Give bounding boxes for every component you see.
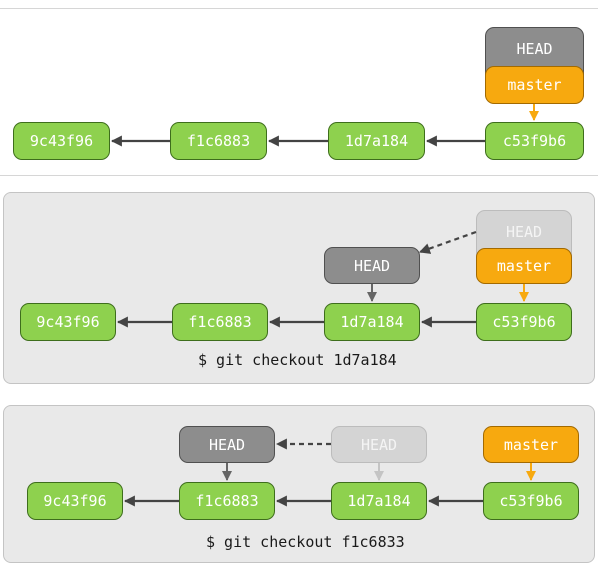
master-branch: master bbox=[476, 248, 572, 284]
command-text: $ git checkout f1c6833 bbox=[206, 533, 405, 551]
master-branch: master bbox=[485, 66, 584, 104]
commit-1d7a184: 1d7a184 bbox=[331, 482, 427, 520]
head-pointer: HEAD bbox=[324, 247, 420, 284]
commit-c53f9b6: c53f9b6 bbox=[476, 303, 572, 341]
commit-1d7a184: 1d7a184 bbox=[328, 122, 425, 160]
commit-c53f9b6: c53f9b6 bbox=[485, 122, 584, 160]
commit-9c43f96: 9c43f96 bbox=[13, 122, 110, 160]
commit-f1c6883: f1c6883 bbox=[172, 303, 268, 341]
commit-f1c6883: f1c6883 bbox=[179, 482, 275, 520]
commit-1d7a184: 1d7a184 bbox=[324, 303, 420, 341]
commit-9c43f96: 9c43f96 bbox=[20, 303, 116, 341]
commit-f1c6883: f1c6883 bbox=[170, 122, 267, 160]
head-pointer: HEAD bbox=[179, 426, 275, 463]
head-previous-ghost: HEAD bbox=[331, 426, 427, 463]
command-text: $ git checkout 1d7a184 bbox=[198, 351, 397, 369]
commit-c53f9b6: c53f9b6 bbox=[483, 482, 579, 520]
master-branch: master bbox=[483, 426, 579, 463]
commit-9c43f96: 9c43f96 bbox=[27, 482, 123, 520]
